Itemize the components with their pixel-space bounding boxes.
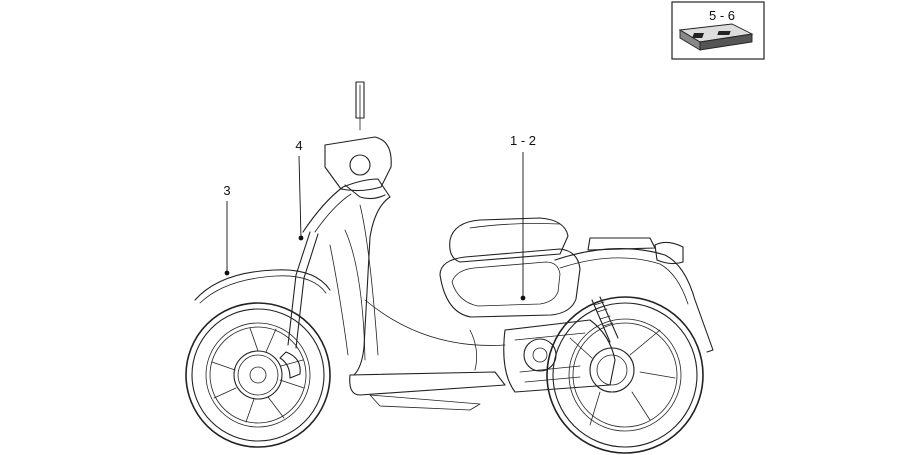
label-4: 4 [295,138,302,153]
scooter-drawing [185,81,714,454]
engine-unit [469,319,616,393]
rear-fender [554,248,714,353]
front-wheel [185,302,331,448]
rear-shock [591,296,619,343]
front-fender [194,269,331,301]
callout-3: 3 [223,183,231,276]
kit-box-label: 5 - 6 [709,8,735,23]
kit-box: 5 - 6 [671,1,765,60]
decal-kit-icon [678,23,754,51]
rear-wheel [546,296,704,454]
floorboard [349,371,506,396]
callout-4: 4 [295,138,304,241]
label-3: 3 [223,183,230,198]
callout-1-2: 1 - 2 [510,133,536,301]
label-1-2: 1 - 2 [510,133,536,148]
front-shield [302,178,391,376]
seat [449,217,569,263]
headlight-cluster [324,81,392,200]
